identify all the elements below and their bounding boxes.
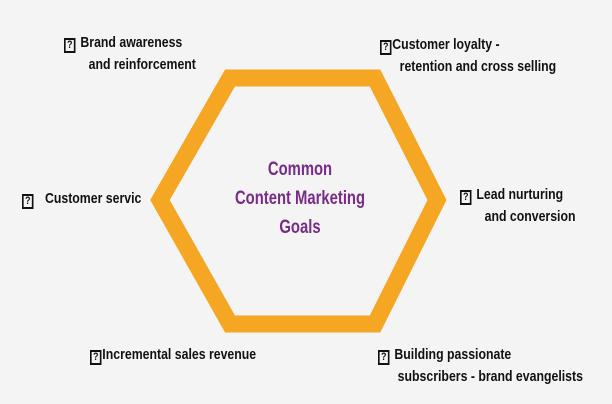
goal-line: ? Customer servic	[22, 188, 141, 210]
goal-customer-loyalty: ?Customer loyalty - retention and cross …	[380, 34, 556, 78]
goal-line: ? Building passionate	[378, 344, 583, 366]
goal-text: Customer servic	[44, 190, 142, 207]
goal-text: Brand awareness	[80, 34, 183, 51]
goal-line: ? Brand awareness	[64, 32, 196, 54]
goal-text: Incremental sales revenue	[102, 346, 257, 363]
question-box-icon: ?	[378, 350, 390, 365]
goal-building-subscribers: ? Building passionate subscribers - brand…	[378, 344, 583, 388]
question-box-icon: ?	[22, 194, 34, 209]
goal-line: ?Customer loyalty -	[380, 34, 556, 56]
hexagon-outline	[150, 69, 447, 333]
goal-incremental-sales: ?Incremental sales revenue	[90, 344, 256, 366]
goal-text: retention and cross selling	[399, 58, 557, 75]
goal-lead-nurturing: ? Lead nurturing and conversion	[460, 184, 576, 228]
goal-text: and conversion	[484, 208, 576, 225]
goal-text: Customer loyalty -	[392, 36, 500, 53]
question-box-icon: ?	[90, 350, 102, 365]
center-title-line-2: Content Marketing	[234, 188, 366, 209]
goal-text: Lead nurturing	[476, 186, 564, 203]
goal-text: Building passionate	[394, 346, 512, 363]
question-box-icon: ?	[64, 38, 76, 53]
goal-text: and reinforcement	[88, 56, 196, 73]
goal-brand-awareness: ? Brand awareness and reinforcement	[64, 32, 196, 76]
center-title: Common Content Marketing Goals	[222, 155, 378, 242]
goal-text: subscribers - brand evangelists	[397, 368, 583, 385]
question-box-icon: ?	[460, 190, 472, 205]
goal-line: ?Incremental sales revenue	[90, 344, 256, 366]
center-title-line-3: Goals	[279, 217, 321, 238]
goal-customer-service: ? Customer servic	[22, 188, 141, 210]
center-title-line-1: Common	[267, 159, 333, 180]
goal-line: ? Lead nurturing	[460, 184, 576, 206]
question-box-icon: ?	[380, 40, 392, 55]
